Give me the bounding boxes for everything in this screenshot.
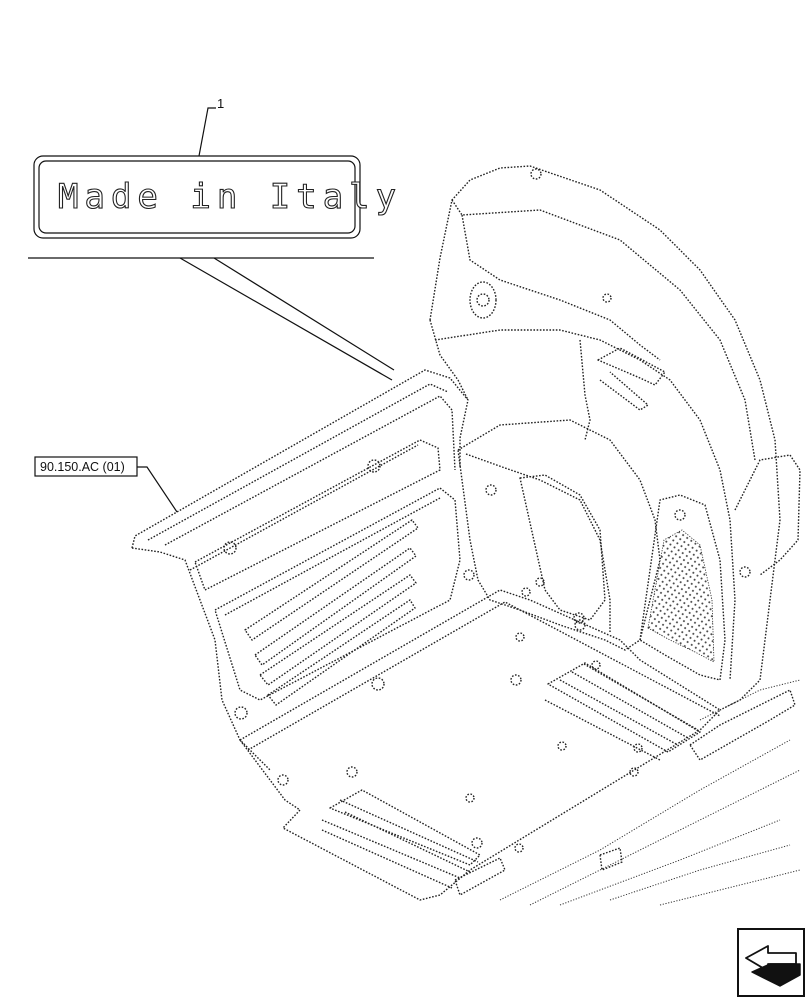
right-sill-lower [529,769,801,906]
speaker-housing [639,494,726,681]
decal-location-pointer [28,257,395,381]
fastener [234,706,248,720]
front-step [454,857,506,896]
right-sill-lower [659,869,801,906]
upper-recess [194,439,441,591]
previous-page-icon[interactable] [737,928,805,997]
floor-plate [239,589,721,901]
fastener [463,569,475,581]
floor-hole [633,743,643,753]
wheel-arch-inner [519,474,606,621]
floor-groove-front [339,799,479,863]
fastener [367,459,381,473]
decal-label: Made in Italy [33,155,402,239]
floor-hole [574,619,586,631]
nav-arrow-shadow [751,963,801,987]
sill-bracket [599,847,623,871]
rear-panel-curve [461,214,661,361]
floor-hole [557,741,567,751]
decal-inner-border [38,160,356,234]
floor-hole [535,577,545,587]
floor-groove-front [321,829,453,889]
rear-panel-shelf [451,199,756,461]
callout-1: 1 [198,96,224,157]
speaker-grille [647,529,715,663]
callout-leader-line [198,107,216,157]
decal-outer-border [33,155,361,239]
floor-groove-rear [559,679,677,745]
right-step [689,689,796,761]
wheel-arch-trim-ridge [465,453,611,632]
fastener [573,612,585,624]
fastener [485,484,497,496]
pointer-line-left [179,257,393,381]
rear-panel-knob-center [476,293,490,307]
floor-hole [515,632,525,642]
floor-groove-rear [547,662,701,753]
floor-hole [471,837,483,849]
rib [267,599,416,706]
callout-number: 1 [217,96,224,111]
rear-panel-outline [429,165,781,711]
fastener [371,677,385,691]
right-sill-lower [559,819,781,906]
ribbed-panel [214,487,461,701]
fastener [602,293,612,303]
floor-groove-front [329,789,481,866]
rear-panel-seam [579,339,591,441]
right-sill-lower [609,844,791,901]
rear-panel-lower-curve [434,329,736,681]
reference-leader [137,466,178,513]
rear-panel-handle [597,347,666,386]
rib [259,574,417,686]
floor-hole [346,766,358,778]
decal-text: Made in Italy [58,177,402,217]
floor-hole [591,660,601,670]
floor-hole [521,587,531,597]
left-trim-ridge-inner [164,395,456,546]
fastener [223,541,237,555]
upper-recess-lip [189,444,419,571]
floor-hole [277,774,289,786]
floor-hole [514,843,524,853]
floor-groove-front [321,819,461,879]
left-trim-top-edge [131,369,469,549]
floor-groove-rear [571,671,689,739]
floor-plate-edge-inner [247,601,721,751]
fastener [739,566,751,578]
floor-hole [510,674,522,686]
floor-hole [465,793,475,803]
floor-hole [629,767,639,777]
pointer-line-right [213,257,395,371]
rib [244,519,419,641]
rear-panel-left-edge [429,319,469,401]
fastener [530,168,542,180]
rear-panel-handle-grip [599,371,649,411]
right-body-panel [734,454,801,576]
left-trim-ridge [147,383,449,541]
wheel-arch-trim [457,419,661,651]
rib [254,547,417,666]
floor-groove-rear [544,699,661,761]
rear-panel-knob [469,281,497,319]
fastener [674,509,686,521]
cab-floor-illustration [131,165,801,906]
floor-groove-rear [583,663,699,731]
ribbed-panel-lip [224,497,441,616]
right-sill-lower [499,739,791,901]
reference-tag[interactable]: 90.150.AC (01) [34,456,178,513]
left-trim-outer-edge [131,547,271,771]
reference-label: 90.150.AC (01) [40,460,125,474]
floor-groove-front [344,811,471,873]
